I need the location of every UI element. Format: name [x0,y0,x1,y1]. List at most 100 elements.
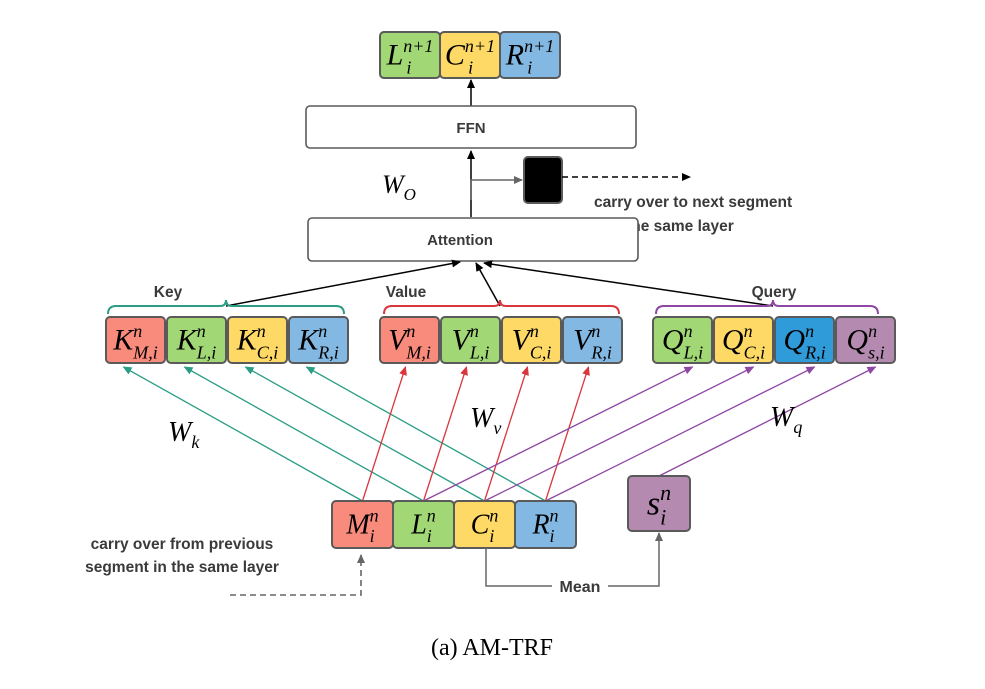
key-cell-2-box [227,316,288,364]
carry-over-previous-line1: carry over from previous [91,536,274,553]
value-cell-1-box [440,316,501,364]
query-to-attention-arrow [483,260,774,307]
key-projection-line [183,366,424,502]
query-projection-line [484,366,755,502]
ffn-label: FFN [456,120,485,137]
value-cell-0-box [379,316,440,364]
wo-label: WO [382,170,416,204]
memory-out-box [523,156,563,204]
query-cell-3-box [835,316,896,364]
value-to-attention-arrow [475,262,501,307]
query-projection-line [545,366,816,502]
carry-over-next-line1: carry over to next segment [594,194,792,211]
key-label: Key [154,284,183,301]
query-label: Query [752,284,797,301]
wk-label: Wk [168,417,200,452]
value-label: Value [386,284,427,301]
value-projection-line [483,366,529,502]
query-cell-2-box [774,316,835,364]
attention-to-memory-arrow [470,176,523,200]
key-cell-3-box [288,316,349,364]
value-projection-line [544,366,590,502]
key-cell-0-box [105,316,166,364]
carry-over-next-line2: in the same layer [608,218,734,235]
ffn-block [305,105,637,149]
key-projection-line [305,366,546,502]
key-brace [107,299,345,315]
summary-s-box [627,475,691,532]
carry-over-previous-arrow [230,554,365,596]
carry-over-previous-line2: segment in the same layer [85,559,279,576]
projection-lines [122,366,877,502]
value-projection-line [361,366,407,502]
key-cell-1-box [166,316,227,364]
key-projection-line [244,366,485,502]
output-cell-r-box [499,31,561,79]
value-projection-line [422,366,468,502]
wv-label: Wv [470,403,501,438]
query-projection-line [423,366,694,502]
query-projection-line [658,366,877,477]
value-cell-2-box [501,316,562,364]
mean-label: Mean [560,579,601,596]
attention-block [307,217,639,262]
input-cell-3-box [514,500,577,549]
wq-label: Wq [770,402,802,437]
query-cell-0-box [652,316,713,364]
value-brace [383,299,620,315]
figure-caption: (a) AM-TRF [431,635,553,661]
attention-label: Attention [427,232,493,249]
value-cell-3-box [562,316,623,364]
mean-path-right [608,532,663,587]
